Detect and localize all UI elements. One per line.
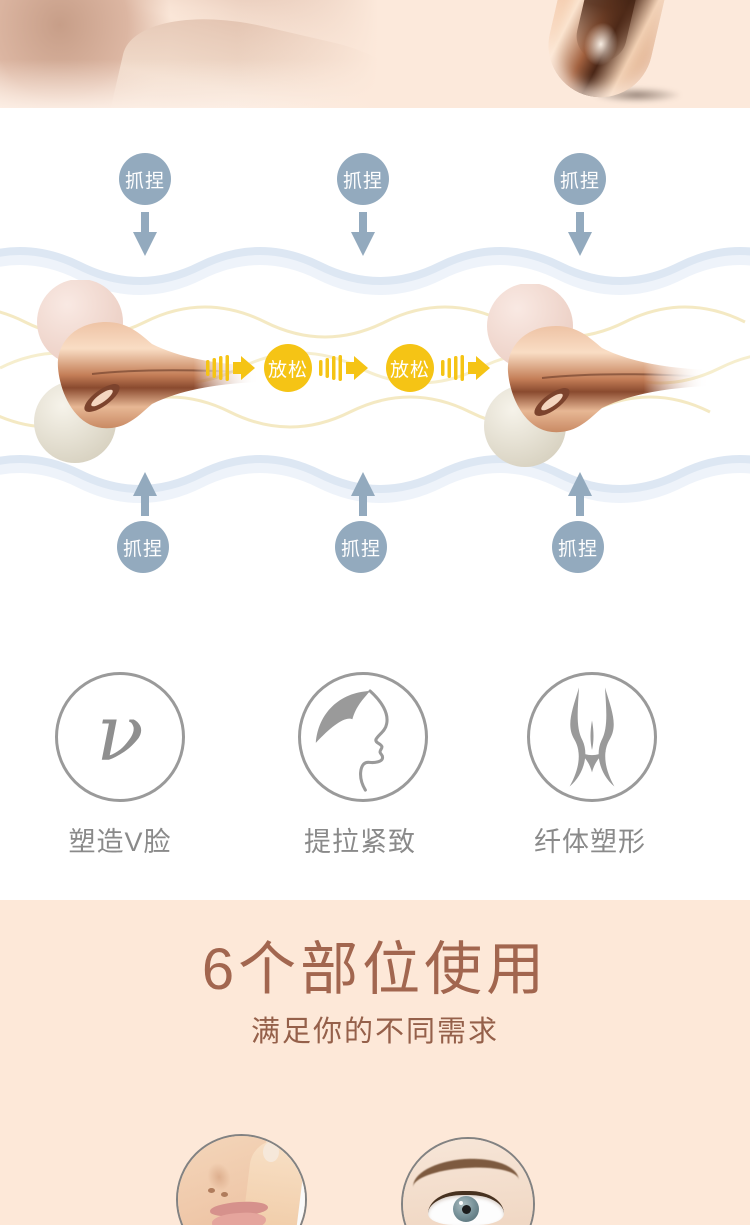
photo-fade-overlay — [0, 0, 430, 108]
roller-massager-image-left — [34, 280, 258, 463]
pinch-label: 抓捏 — [122, 538, 163, 560]
roller-massager-image-right — [484, 284, 708, 467]
dashed-flow-arrow-icon — [441, 355, 490, 381]
v-glyph: ν — [96, 689, 144, 779]
eye-highlight — [459, 1201, 463, 1205]
pinch-badge: 抓捏 — [554, 153, 606, 205]
nostril — [208, 1188, 215, 1193]
relax-label: 放松 — [389, 359, 430, 381]
pinch-label: 抓捏 — [559, 170, 600, 192]
pinch-label: 抓捏 — [124, 170, 165, 192]
down-arrow-icon — [568, 212, 592, 256]
down-arrow-icon — [133, 212, 157, 256]
relax-badge: 放松 — [386, 344, 434, 392]
usage-section: 6个部位使用 满足你的不同需求 — [0, 900, 750, 1225]
face-cheek-photo — [176, 1134, 307, 1225]
relax-label: 放松 — [267, 359, 308, 381]
face-lift-icon — [298, 672, 428, 802]
eye — [428, 1191, 504, 1225]
pinch-badge: 抓捏 — [335, 521, 387, 573]
usage-title: 6个部位使用 — [201, 937, 549, 1002]
pinch-label: 抓捏 — [557, 538, 598, 560]
up-arrow-icon — [568, 472, 592, 516]
up-arrow-icon — [133, 472, 157, 516]
up-arrow-icon — [351, 472, 375, 516]
v-face-icon: ν — [55, 672, 185, 802]
pinch-badge: 抓捏 — [119, 153, 171, 205]
fingernail — [263, 1142, 279, 1162]
usage-subtitle: 满足你的不同需求 — [250, 1016, 499, 1048]
benefit-label: 塑造V脸 — [68, 827, 172, 857]
pinch-label: 抓捏 — [342, 170, 383, 192]
body-silhouette-glyph — [569, 687, 615, 787]
benefit-label: 提拉紧致 — [304, 827, 416, 857]
pupil — [462, 1205, 471, 1214]
pinch-label: 抓捏 — [340, 538, 381, 560]
benefit-label: 纤体塑形 — [534, 827, 646, 857]
nostril — [221, 1192, 228, 1197]
face-profile-glyph — [315, 689, 389, 792]
body-slimming-icon — [527, 672, 657, 802]
dashed-flow-arrow-icon — [206, 355, 255, 381]
eye-cream-photo — [401, 1137, 535, 1225]
relax-badge: 放松 — [264, 344, 312, 392]
pinch-badge: 抓捏 — [117, 521, 169, 573]
pinch-badge: 抓捏 — [552, 521, 604, 573]
down-arrow-icon — [351, 212, 375, 256]
iris — [453, 1196, 479, 1222]
hero-strip — [0, 0, 750, 108]
dashed-flow-arrow-icon — [319, 355, 368, 381]
pinch-badge: 抓捏 — [337, 153, 389, 205]
massage-diagram-section: 抓捏 抓捏 抓捏 — [0, 108, 750, 900]
